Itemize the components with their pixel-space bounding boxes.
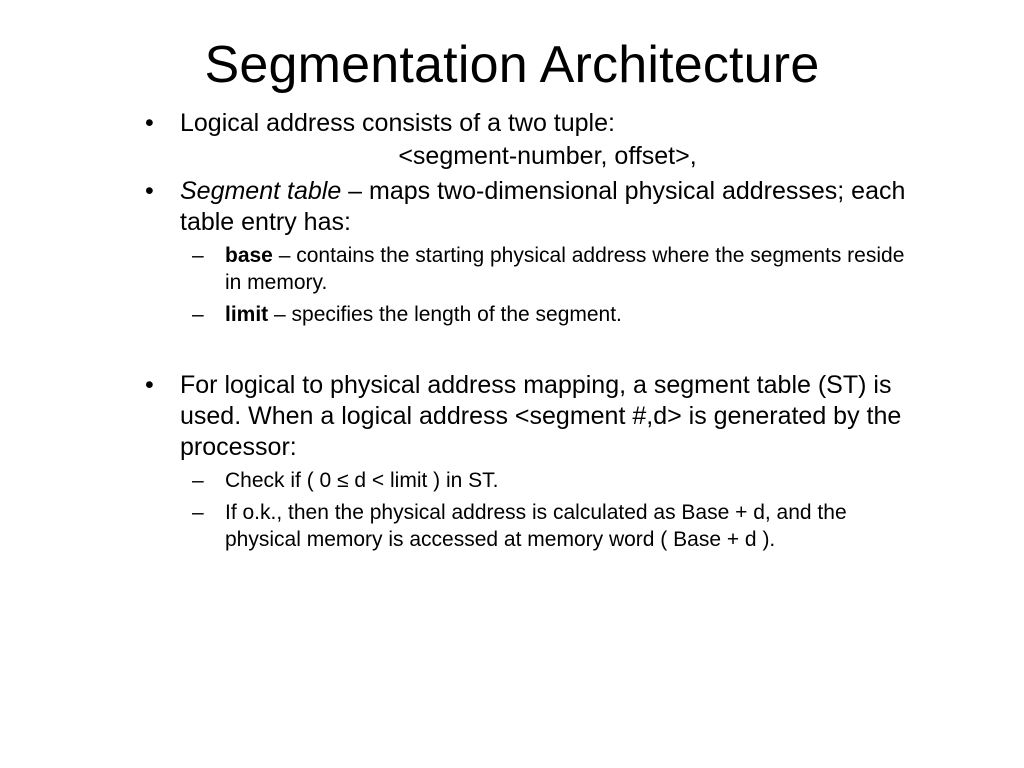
bullet-logical-address: • Logical address consists of a two tupl… [145,108,915,139]
segment-table-term: Segment table [180,177,342,205]
base-term: base [225,244,273,267]
bullet-text: For logical to physical address mapping,… [180,371,902,461]
bullet-text: – maps two-dimensional physical addresse… [180,177,906,236]
sub-item-text: – specifies the length of the segment. [268,303,622,326]
bullet-address-mapping: • For logical to physical address mappin… [145,370,915,463]
bullet-icon: • [145,177,154,205]
bullet-icon: • [145,109,154,137]
bullet-icon: • [145,371,154,399]
sub-item-text: If o.k., then the physical address is ca… [225,501,847,551]
bullet-text: Logical address consists of a two tuple: [180,109,615,137]
sub-item-base: – base – contains the starting physical … [145,242,915,296]
dash-icon: – [192,501,204,524]
dash-icon: – [192,469,204,492]
sub-item-text: Check if ( 0 ≤ d < limit ) in ST. [225,469,499,492]
slide-body: • Logical address consists of a two tupl… [145,108,915,553]
tuple-line: <segment-number, offset>, [145,141,915,172]
dash-icon: – [192,244,204,267]
sub-item-calculate: – If o.k., then the physical address is … [145,499,915,553]
sub-item-limit: – limit – specifies the length of the se… [145,301,915,328]
tuple-text: <segment-number, offset>, [398,142,697,170]
dash-icon: – [192,303,204,326]
slide-title: Segmentation Architecture [204,36,820,94]
sub-item-check: – Check if ( 0 ≤ d < limit ) in ST. [145,467,915,494]
bullet-segment-table: • Segment table – maps two-dimensional p… [145,176,915,238]
limit-term: limit [225,303,269,326]
sub-item-text: – contains the starting physical address… [225,244,905,294]
